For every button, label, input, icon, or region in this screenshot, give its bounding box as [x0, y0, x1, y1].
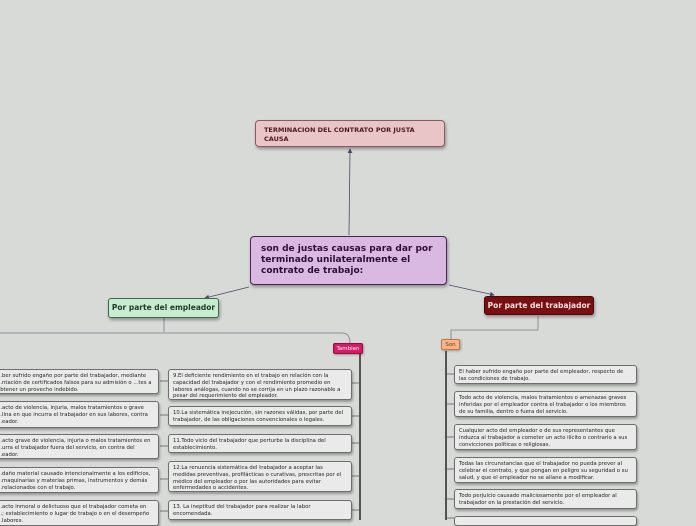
title-node[interactable]: TERMINACION DEL CONTRATO POR JUSTA CAUSA: [255, 120, 445, 147]
trabajador-causa-2[interactable]: Todo acto de violencia, malos tratamient…: [454, 391, 637, 417]
trabajador-causa-5[interactable]: Todo perjuicio causado maliciosamente po…: [454, 489, 637, 509]
empleador-causa-2[interactable]: ...acto de violencia, injuria, malos tra…: [0, 401, 159, 428]
link-right-branch: [450, 316, 539, 339]
link-col1-connectors: [160, 380, 168, 512]
link-central-to-title: [347, 148, 353, 236]
empleador-causa-3[interactable]: ...acto grave de violencia, injuria o ma…: [0, 434, 159, 459]
empleador-causa-9[interactable]: 9.El deficiente rendimiento en el trabaj…: [168, 369, 352, 400]
empleador-causa-11[interactable]: 11.Todo vicio del trabajador que perturb…: [168, 434, 352, 453]
empleador-causa-1[interactable]: ...ber sufrido engaño por parte del trab…: [0, 369, 159, 394]
empleador-causa-10[interactable]: 10.La sistemática inejecución, sin razon…: [168, 406, 352, 426]
link-col2-connectors: [352, 382, 360, 511]
central-node[interactable]: son de justas causas para dar por termin…: [250, 236, 447, 285]
link-son-connectors: [446, 373, 454, 519]
branch-por-parte-del-trabajador[interactable]: Por parte del trabajador: [484, 296, 594, 315]
trabajador-causa-4[interactable]: Todas las circunstancias que el trabajad…: [454, 457, 637, 483]
empleador-causa-13[interactable]: 13. La ineptitud del trabajador para rea…: [168, 500, 352, 520]
link-central-to-right: [448, 284, 495, 297]
empleador-causa-5[interactable]: ...acto inmoral o delictuoso que el trab…: [0, 500, 159, 526]
trabajador-causa-3[interactable]: Cualquier acto del empleador o de sus re…: [454, 424, 637, 450]
tag-tambien[interactable]: Tambien: [333, 343, 363, 354]
empleador-causa-12[interactable]: 12.La renuencia sistemática del trabajad…: [168, 461, 352, 492]
trabajador-causa-1[interactable]: El haber sufrido engaño por parte del em…: [454, 365, 637, 384]
link-central-to-left: [204, 286, 250, 300]
link-left-bar: [0, 318, 351, 344]
tag-son[interactable]: Son: [441, 339, 460, 350]
trabajador-causa-6[interactable]: [454, 516, 637, 526]
branch-por-parte-del-empleador[interactable]: Por parte del empleador: [108, 298, 219, 318]
empleador-causa-4[interactable]: ...daño material causado intencionalment…: [0, 467, 159, 493]
